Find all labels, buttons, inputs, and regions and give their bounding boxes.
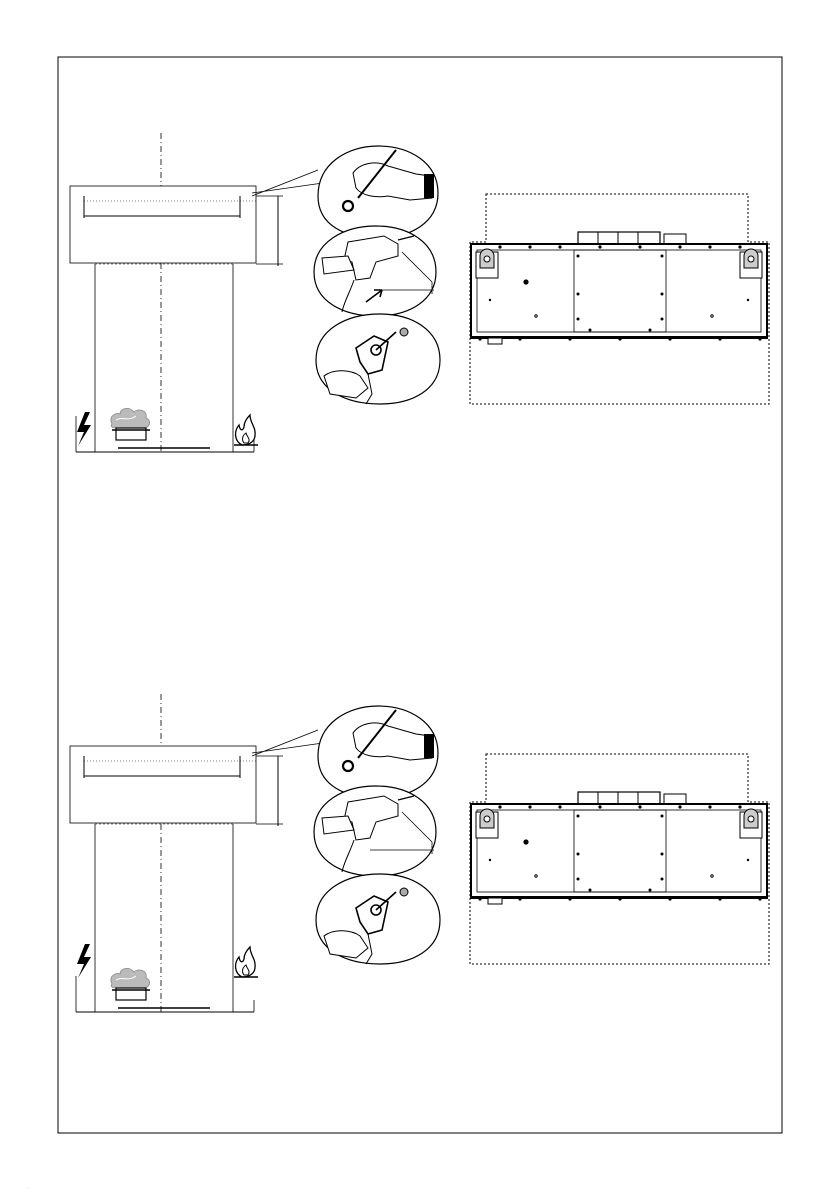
step-mark-illustration <box>318 146 438 238</box>
electric-hazard-icon <box>77 412 91 446</box>
cooktop-steam-icon <box>111 408 150 440</box>
step-drill-illustration <box>314 786 436 876</box>
footer-marker: · <box>28 1186 29 1191</box>
gas-flame-icon <box>234 947 258 977</box>
side-elevation-view <box>70 186 283 452</box>
hood-front-view <box>470 754 769 964</box>
step-drill-illustration <box>314 226 436 316</box>
lower-panel <box>70 694 769 1012</box>
cooktop-steam-icon <box>111 968 150 1000</box>
step-mark-illustration <box>318 706 438 798</box>
electric-hazard-icon <box>77 944 91 978</box>
step-fix-illustration <box>316 874 440 964</box>
hood-front-view <box>470 194 769 404</box>
step-fix-illustration <box>316 314 440 404</box>
upper-panel <box>70 133 769 453</box>
